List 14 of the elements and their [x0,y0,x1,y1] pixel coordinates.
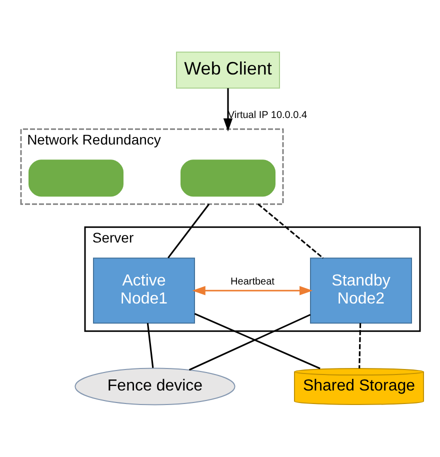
arrow [222,88,232,132]
node-box [28,160,123,197]
node-box [180,160,275,197]
connector [146,323,154,368]
cluster: Network Redundancy [20,128,284,205]
connector [257,204,324,259]
arrow [192,286,312,296]
connector [167,204,210,258]
node-box: Web Client [176,52,280,89]
connector [358,323,361,368]
edge-label: Heartbeat [230,276,274,288]
node-box: Standby Node2 [310,258,412,324]
node-box: Active Node1 [92,258,194,324]
node-ellipse: Fence device [74,368,235,406]
